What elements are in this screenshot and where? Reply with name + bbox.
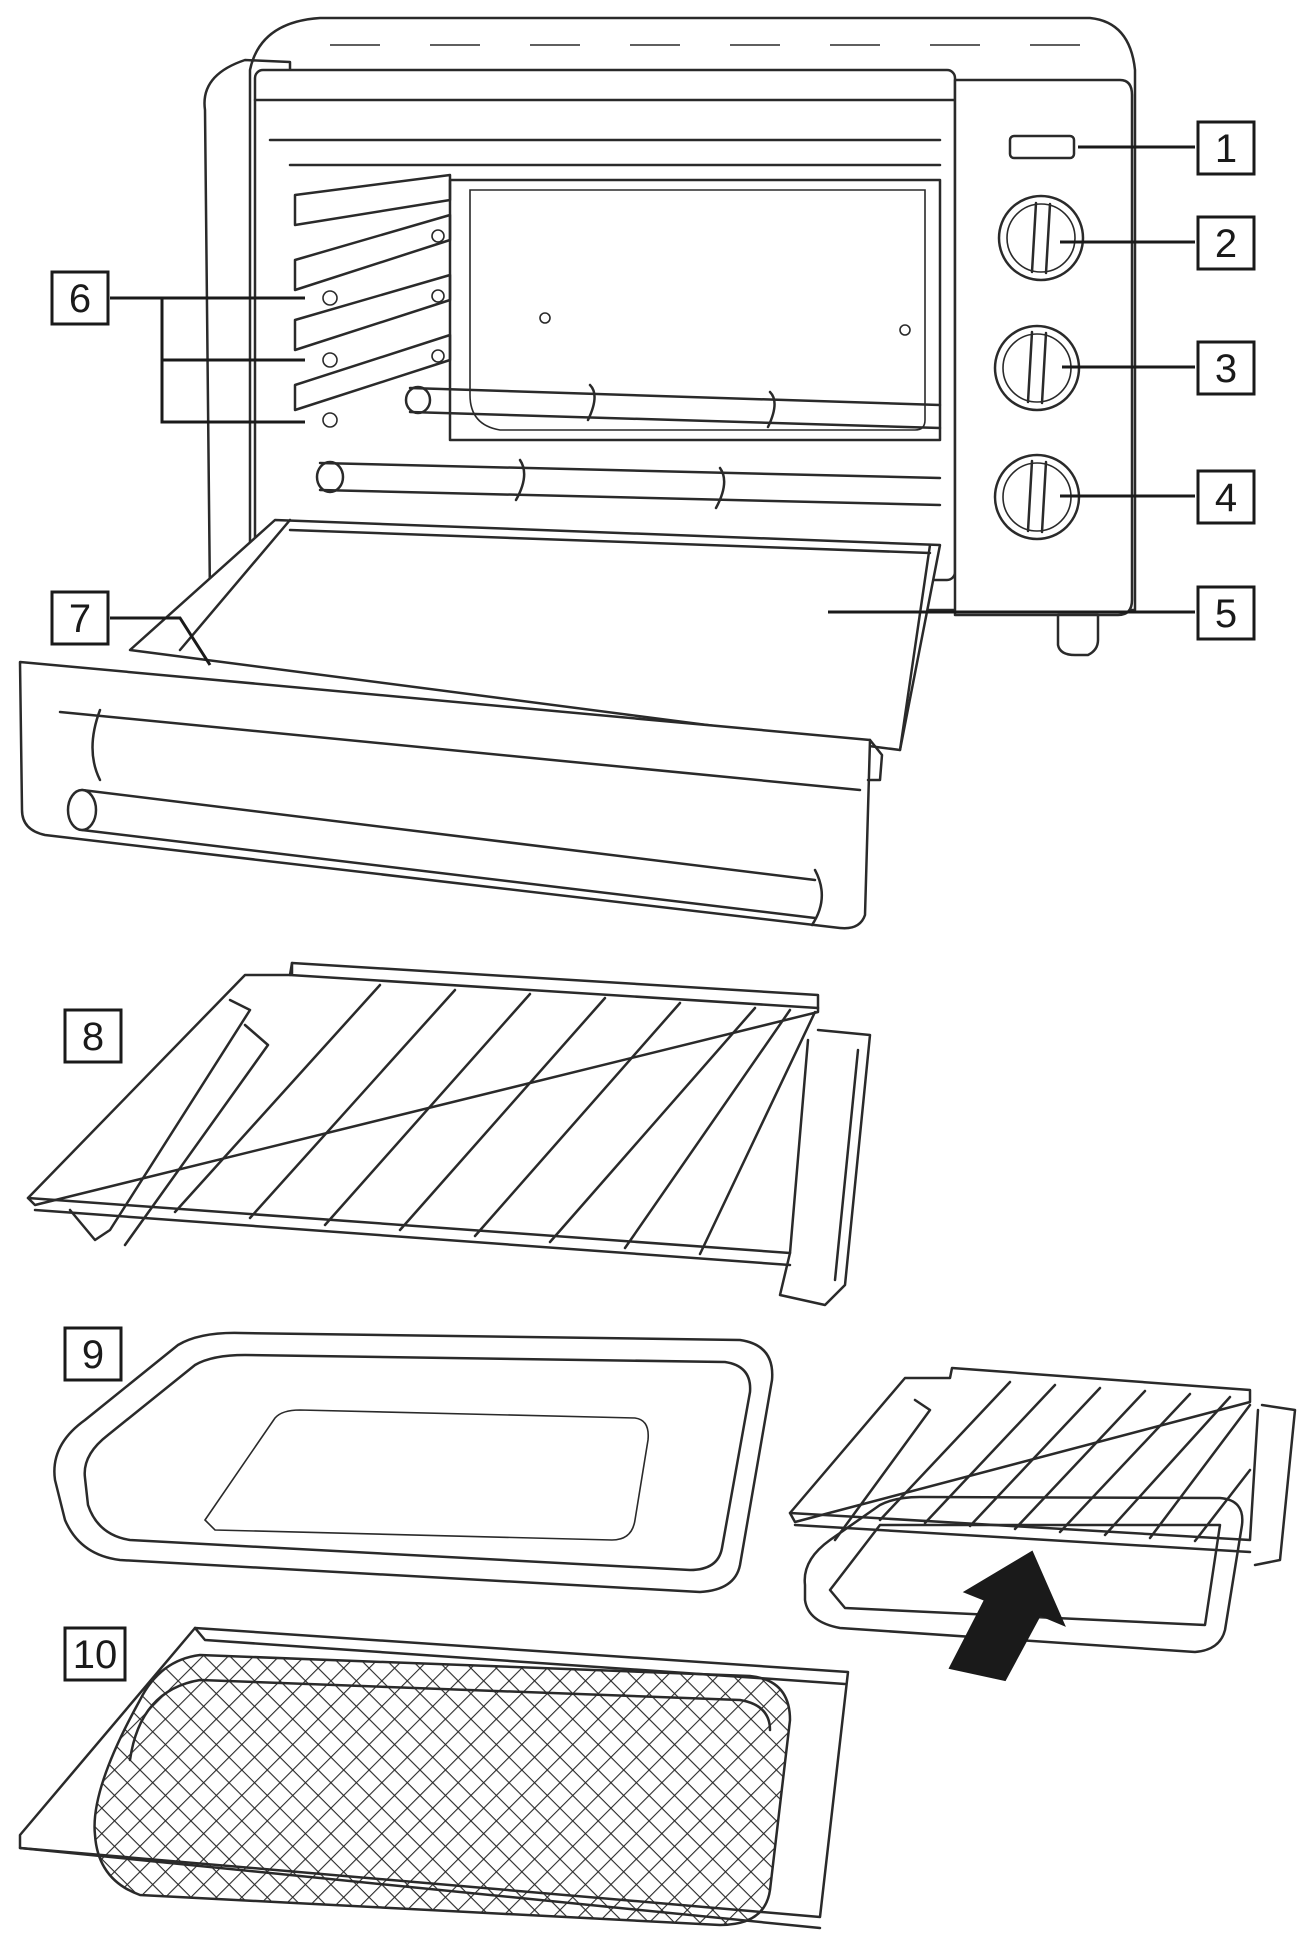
callout-10-text: 10 bbox=[73, 1633, 118, 1677]
leader-lines bbox=[110, 145, 1195, 666]
control-panel bbox=[953, 78, 1134, 617]
arrow-up-right-icon bbox=[948, 1550, 1066, 1682]
wire-rack bbox=[26, 961, 872, 1307]
callout-3: 3 bbox=[1196, 340, 1256, 396]
callout-9: 9 bbox=[63, 1326, 123, 1382]
callout-3-text: 3 bbox=[1215, 347, 1237, 391]
callout-8: 8 bbox=[63, 1008, 123, 1064]
toaster-oven bbox=[18, 16, 1137, 930]
callout-8-text: 8 bbox=[82, 1015, 104, 1059]
combo-rack-wires bbox=[878, 1380, 1252, 1543]
callout-2: 2 bbox=[1196, 215, 1256, 271]
callout-6-text: 6 bbox=[69, 277, 91, 321]
callout-7: 7 bbox=[50, 590, 110, 646]
callout-4-text: 4 bbox=[1215, 476, 1237, 520]
callout-2-text: 2 bbox=[1215, 222, 1237, 266]
callout-5: 5 bbox=[1196, 585, 1256, 641]
temperature-knob[interactable] bbox=[997, 194, 1085, 282]
rack-wires bbox=[173, 983, 817, 1256]
baking-tray bbox=[53, 1331, 774, 1594]
power-indicator-light bbox=[1008, 134, 1076, 160]
callout-1-text: 1 bbox=[1215, 127, 1237, 171]
callout-6: 6 bbox=[50, 270, 110, 326]
mesh-basket bbox=[18, 1626, 850, 1930]
callout-5-text: 5 bbox=[1215, 592, 1237, 636]
rack-on-tray-combo bbox=[788, 1366, 1297, 1682]
oven-door bbox=[18, 518, 942, 930]
callout-1: 1 bbox=[1196, 120, 1256, 176]
callout-4: 4 bbox=[1196, 469, 1256, 525]
door-handle[interactable] bbox=[66, 788, 823, 927]
callout-10: 10 bbox=[63, 1626, 127, 1682]
heating-elements bbox=[315, 383, 942, 510]
rack-guides bbox=[293, 173, 452, 428]
callout-7-text: 7 bbox=[69, 597, 91, 641]
callout-9-text: 9 bbox=[82, 1333, 104, 1377]
